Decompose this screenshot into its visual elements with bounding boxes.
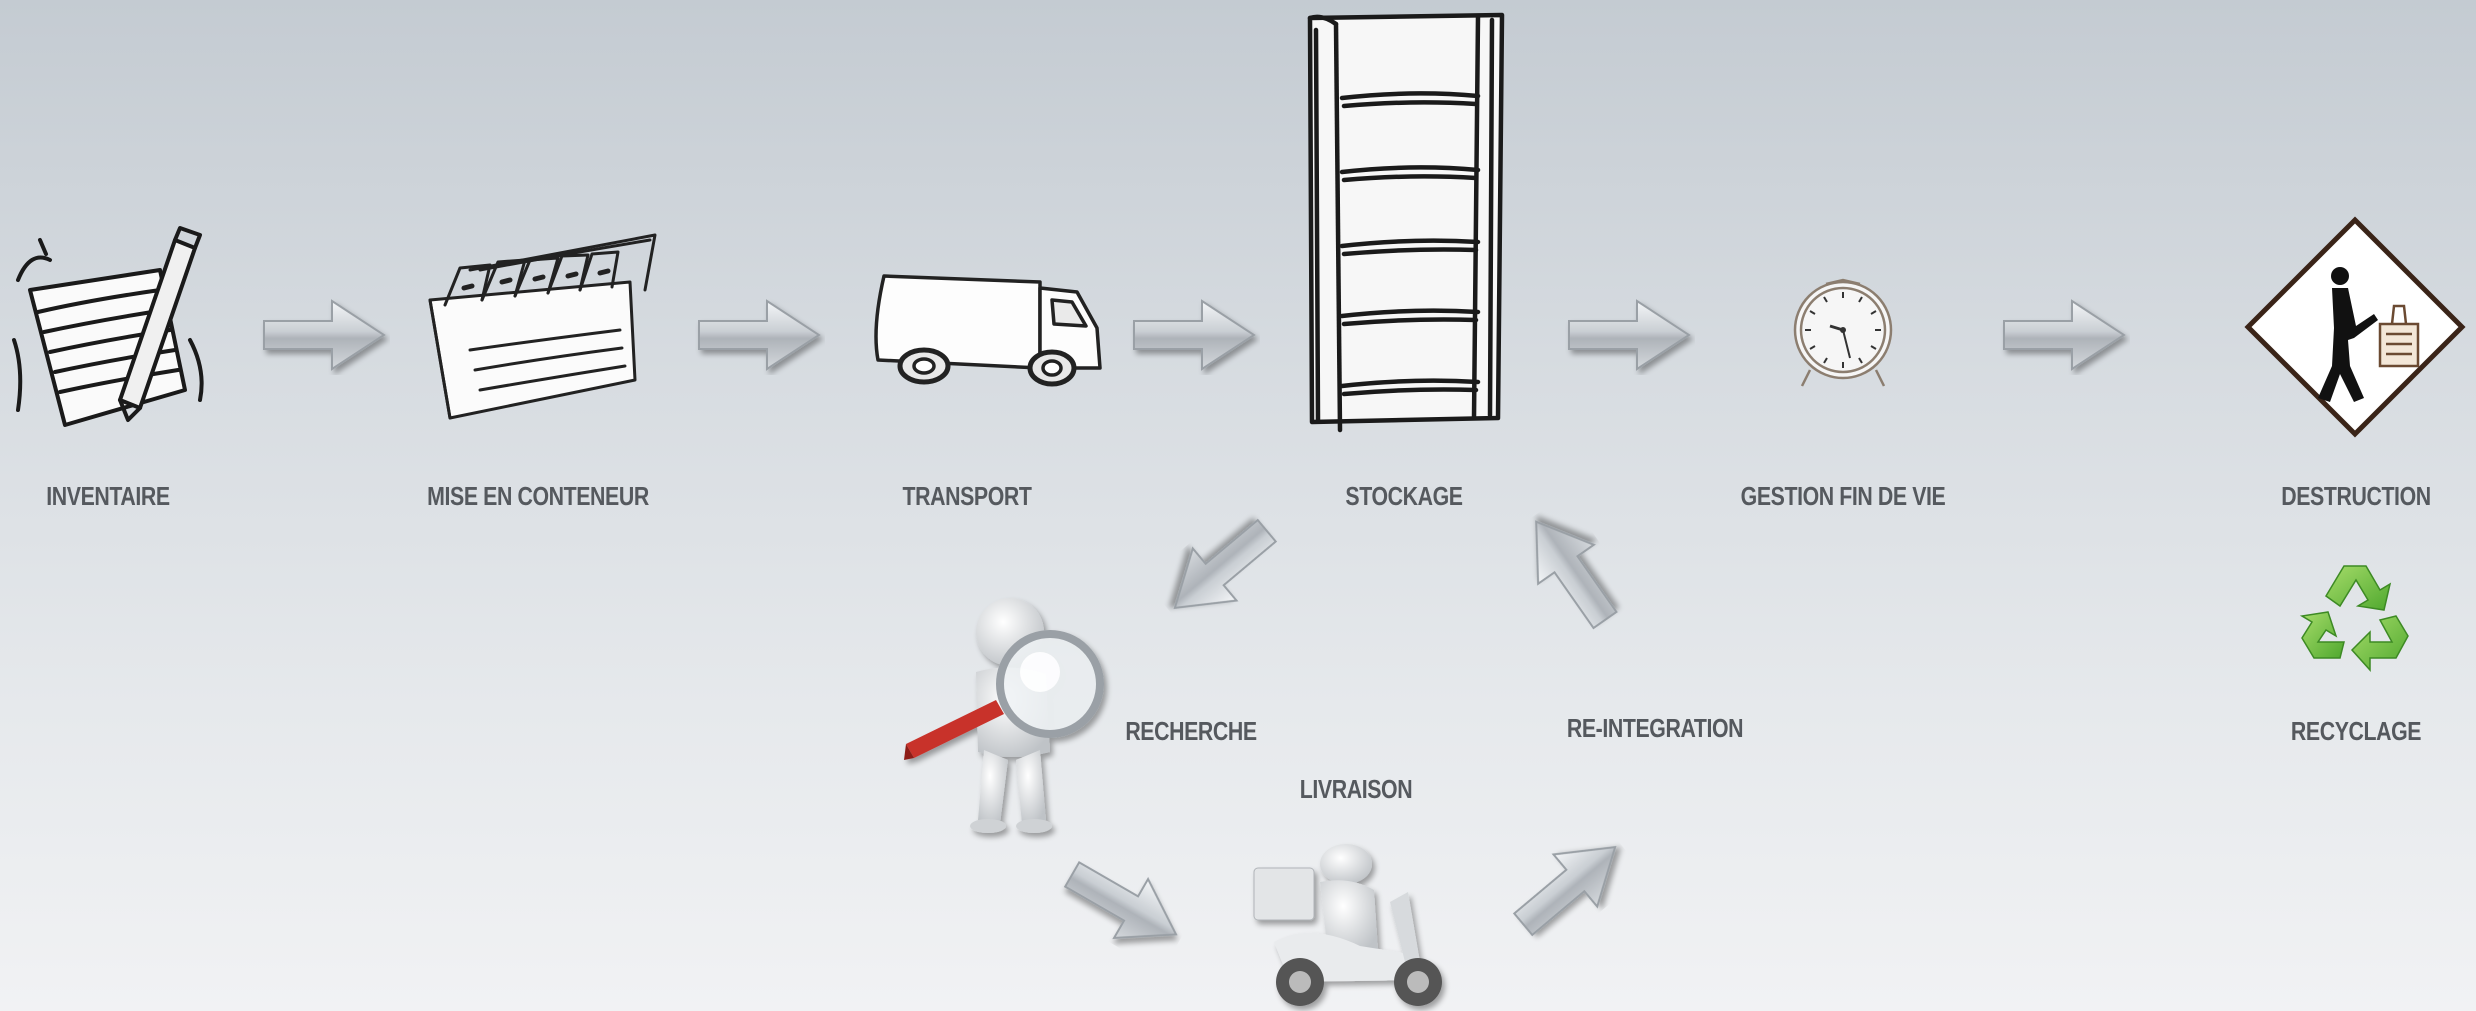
truck-icon — [872, 268, 1108, 396]
arrow-right-5 — [2000, 295, 2130, 375]
label-recherche: RECHERCHE — [1111, 716, 1271, 747]
file-box-icon — [420, 230, 660, 420]
arrow-right-4 — [1565, 295, 1695, 375]
recycle-icon — [2296, 560, 2416, 672]
label-inventaire: INVENTAIRE — [33, 481, 184, 512]
label-destruction: DESTRUCTION — [2265, 481, 2447, 512]
arrow-right-2 — [695, 295, 825, 375]
clock-icon — [1788, 278, 1898, 390]
label-livraison: LIVRAISON — [1287, 774, 1424, 805]
label-stockage: STOCKAGE — [1333, 481, 1476, 512]
arrow-to-stockage — [1500, 494, 1640, 646]
arrow-to-livraison — [1049, 838, 1202, 972]
notepad-pencil-icon — [10, 220, 210, 440]
shredder-sign-icon — [2244, 216, 2466, 438]
scooter-icon — [1250, 842, 1460, 1010]
shelf-icon — [1302, 10, 1508, 435]
label-gestion-fin-de-vie: GESTION FIN DE VIE — [1718, 481, 1968, 512]
label-recyclage: RECYCLAGE — [2277, 716, 2436, 747]
label-mise-en-conteneur: MISE EN CONTENEUR — [403, 481, 673, 512]
arrow-to-reintegration — [1494, 813, 1645, 958]
arrow-right-1 — [260, 295, 390, 375]
arrow-to-recherche — [1144, 498, 1295, 643]
arrow-right-3 — [1130, 295, 1260, 375]
label-re-integration: RE-INTEGRATION — [1548, 713, 1763, 744]
magnifier-figure-icon — [900, 592, 1130, 842]
label-transport: TRANSPORT — [888, 481, 1045, 512]
